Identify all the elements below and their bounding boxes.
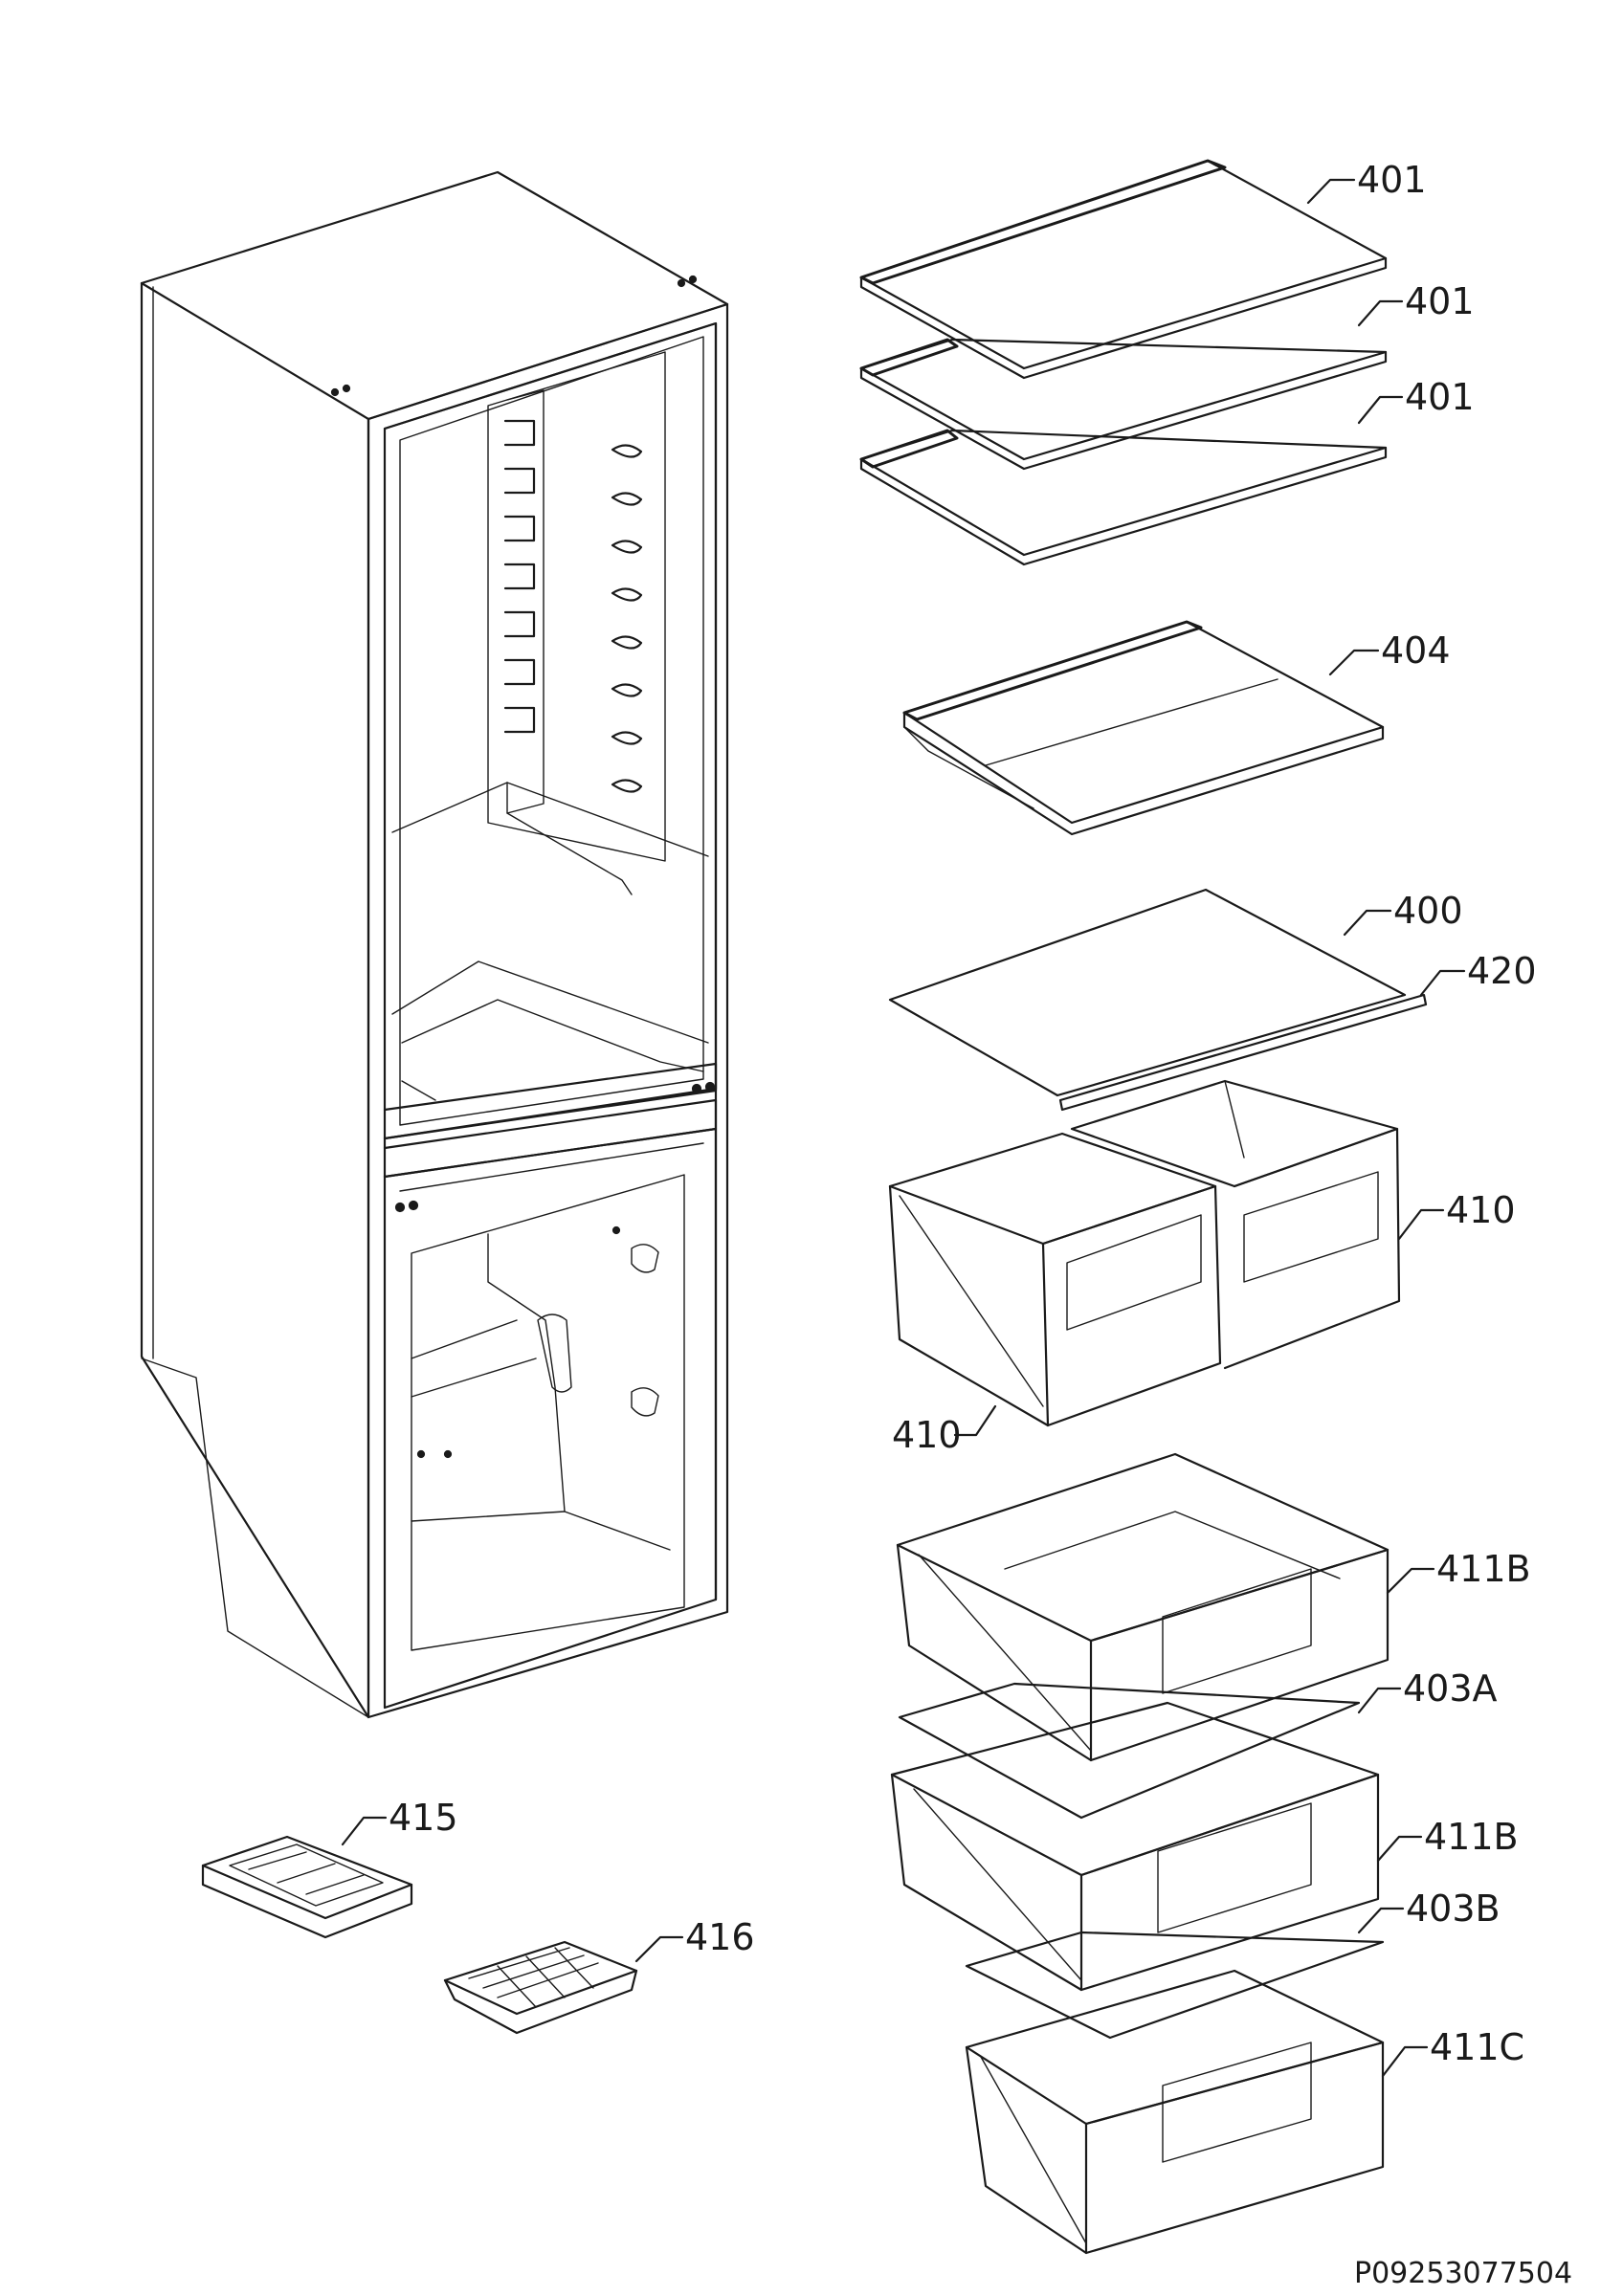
glass-shelf-401-3 bbox=[859, 429, 1388, 566]
crisper-drawer-410-left bbox=[888, 1132, 1222, 1427]
document-id: P09253077504 bbox=[1354, 2257, 1572, 2290]
label-410-left: 410 bbox=[892, 1414, 962, 1456]
crisper-drawer-410-right bbox=[1070, 1079, 1401, 1370]
label-411B-2: 411B bbox=[1424, 1816, 1519, 1858]
fridge-cabinet bbox=[140, 170, 729, 1719]
freezer-drawer-411C bbox=[965, 1969, 1385, 2255]
label-415: 415 bbox=[389, 1797, 458, 1839]
label-403B: 403B bbox=[1406, 1888, 1501, 1930]
label-410-right: 410 bbox=[1446, 1189, 1516, 1231]
drawer-cover-403B bbox=[965, 1931, 1385, 2040]
freezer-drawer-411B-2 bbox=[890, 1701, 1380, 1992]
label-416: 416 bbox=[685, 1916, 755, 1958]
leader-lines bbox=[341, 178, 1466, 2078]
label-400: 400 bbox=[1393, 890, 1463, 932]
label-411B-1: 411B bbox=[1436, 1548, 1531, 1590]
split-shelf-404 bbox=[902, 620, 1385, 836]
drawer-cover-403A bbox=[898, 1682, 1361, 1820]
ice-tray-lid-415 bbox=[201, 1835, 413, 1939]
shelf-trim-420 bbox=[1058, 993, 1428, 1112]
label-420: 420 bbox=[1467, 950, 1537, 992]
ice-cube-tray-416 bbox=[443, 1940, 638, 2035]
glass-shelf-400 bbox=[888, 888, 1407, 1097]
label-403A: 403A bbox=[1403, 1667, 1498, 1710]
label-411C: 411C bbox=[1430, 2026, 1524, 2068]
glass-shelf-401-2 bbox=[859, 338, 1388, 471]
label-401-1: 401 bbox=[1357, 159, 1427, 201]
label-404: 404 bbox=[1381, 629, 1451, 672]
callout-labels: 401 401 401 404 400 420 410 410 411B 403… bbox=[389, 159, 1537, 2068]
label-401-2: 401 bbox=[1405, 280, 1475, 322]
glass-shelf-401-1 bbox=[859, 159, 1388, 380]
freezer-drawer-411B-1 bbox=[896, 1452, 1390, 1762]
label-401-3: 401 bbox=[1405, 376, 1475, 418]
